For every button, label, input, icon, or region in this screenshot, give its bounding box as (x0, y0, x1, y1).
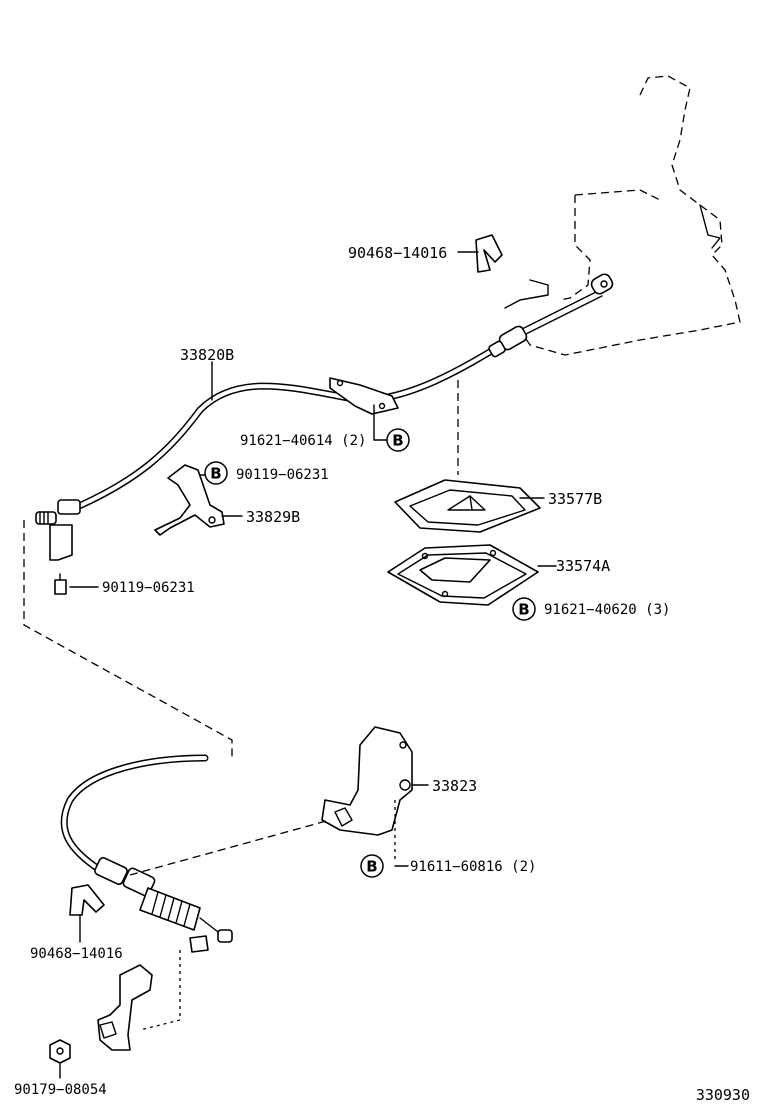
part-label-33577b: 33577B (548, 490, 602, 508)
part-label-90119-06231-lower: 90119−06231 (102, 580, 195, 596)
part-label-33820b: 33820B (180, 346, 234, 364)
b-badge-3: B (512, 597, 536, 621)
bracket-33823 (321, 726, 413, 836)
svg-text:B: B (518, 601, 529, 619)
svg-text:B: B (392, 432, 403, 450)
clip-90468-upper (475, 234, 503, 273)
part-label-91621-40614: 91621−40614 (2) (240, 433, 366, 449)
part-label-33823: 33823 (432, 777, 477, 795)
part-label-90119-06231-upper: 90119−06231 (236, 467, 329, 483)
lower-shift-cable (49, 754, 233, 1064)
figure-code: 330930 (696, 1086, 750, 1104)
svg-text:B: B (210, 465, 221, 483)
bracket-33829b (154, 464, 225, 536)
plate-33574a (387, 544, 539, 606)
part-label-33574a: 33574A (556, 557, 610, 575)
part-label-33829b: 33829B (246, 508, 300, 526)
upper-shift-cable (35, 273, 614, 595)
leader-lines (59, 251, 557, 1079)
shift-lever-outline (504, 75, 741, 356)
part-label-91611-60816: 91611−60816 (2) (410, 859, 536, 875)
svg-text:B: B (366, 858, 377, 876)
b-badge-4: B (360, 854, 384, 878)
part-label-91621-40620: 91621−40620 (3) (544, 602, 670, 618)
b-badge-1: B (386, 428, 410, 452)
b-badge-2: B (204, 461, 228, 485)
connection-lines (23, 380, 459, 1031)
part-label-90468-14016-upper: 90468−14016 (348, 244, 447, 262)
part-label-90179-08054: 90179−08054 (14, 1082, 107, 1098)
part-label-90468-14016-lower: 90468−14016 (30, 946, 123, 962)
boot-33577b (394, 479, 541, 533)
